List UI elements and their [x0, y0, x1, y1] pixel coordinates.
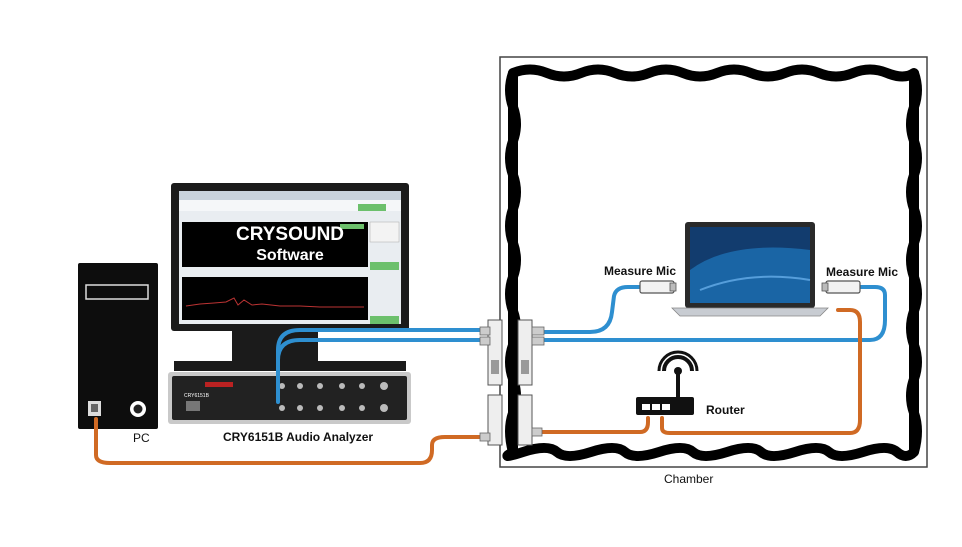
software-subtitle: Software	[256, 247, 324, 264]
feedthrough-panel-outer	[479, 319, 503, 446]
chamber-absorber-wall	[502, 64, 919, 461]
router-label: Router	[706, 403, 745, 417]
software-graph-top	[182, 222, 368, 267]
chamber	[499, 56, 928, 468]
blue-cables	[276, 285, 887, 404]
orange-cables	[94, 308, 862, 465]
measure-mic-left-icon	[639, 280, 677, 294]
laptop	[671, 222, 829, 317]
pc-label: PC	[133, 431, 150, 445]
analyzer-label: CRY6151B Audio Analyzer	[223, 430, 374, 444]
software-graph-bottom	[182, 277, 368, 320]
audio-analyzer: CRY6151B	[168, 372, 411, 424]
measure-mic-right-label: Measure Mic	[826, 265, 899, 279]
analyzer-model-text: CRY6151B	[184, 393, 210, 399]
pc-tower	[78, 263, 158, 429]
monitor	[171, 183, 409, 371]
software-title: CRYSOUND	[235, 224, 345, 245]
measure-mic-right-icon	[821, 280, 861, 294]
router-icon	[636, 350, 699, 415]
measure-mic-left-label: Measure Mic	[604, 264, 677, 278]
chamber-label: Chamber	[664, 472, 714, 486]
feedthrough-panel-inner	[517, 319, 545, 446]
